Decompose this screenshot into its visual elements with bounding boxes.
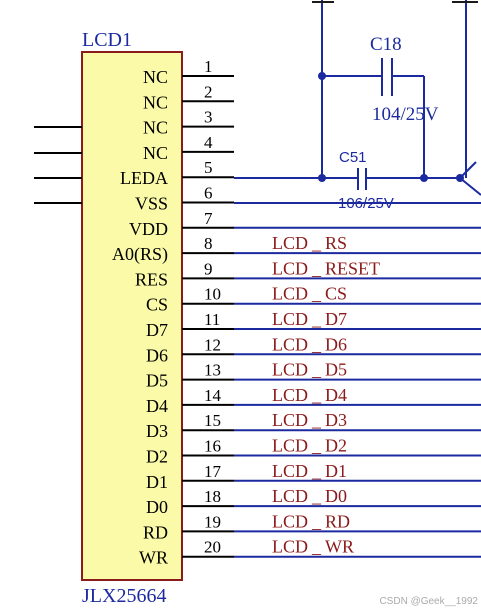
c18-value: 104/25V [372, 104, 439, 125]
pin-name: WR [139, 548, 168, 568]
pin-name: D5 [146, 371, 168, 391]
pin-number: 4 [204, 133, 213, 152]
pin-number: 1 [204, 57, 213, 76]
pin-name: D6 [146, 345, 168, 365]
pin-name: VSS [135, 194, 168, 214]
net-label: LCD_RS [272, 233, 347, 253]
net-label: LCD_D4 [272, 385, 347, 405]
net-label: LCD_D2 [272, 436, 347, 456]
pin-number: 20 [204, 538, 221, 557]
pin-number: 10 [204, 285, 221, 304]
c18-designator: C18 [370, 34, 402, 55]
net-label: LCD_D6 [272, 334, 347, 354]
pin-name: RD [143, 522, 168, 542]
pin-number: 8 [204, 234, 213, 253]
pin-name: D2 [146, 447, 168, 467]
pin-name: RES [135, 269, 168, 289]
lcd-component-body [81, 51, 183, 581]
net-label: LCD_D7 [272, 309, 347, 329]
pin-name: D1 [146, 472, 168, 492]
component-part-name: JLX25664 [82, 585, 166, 607]
pin-number: 17 [204, 462, 222, 481]
pin-number: 5 [204, 158, 213, 177]
pin-name: NC [143, 143, 168, 163]
junction-dot [318, 72, 326, 80]
net-label: LCD_RD [272, 511, 350, 531]
pin-name: NC [143, 118, 168, 138]
pin-name: D3 [146, 421, 168, 441]
pin-name: LEDA [120, 168, 168, 188]
pin-name: VDD [129, 219, 168, 239]
pin-name: D4 [146, 396, 168, 416]
pin-name: NC [143, 67, 168, 87]
pin-number: 16 [204, 437, 221, 456]
watermark: CSDN @Geek__1992 [379, 596, 478, 607]
pin-number: 13 [204, 361, 221, 380]
pin-number: 7 [204, 209, 213, 228]
pin-number: 2 [204, 82, 213, 101]
leda-wire [459, 177, 481, 196]
c51-designator: C51 [339, 149, 367, 166]
pin-group: 1NC2NC3NC4NC5LEDA6VSS7VDD8A0(RS)LCD_RS9R… [112, 57, 481, 568]
pin-name: A0(RS) [112, 244, 168, 265]
pin-name: D0 [146, 497, 168, 517]
pin-number: 12 [204, 335, 221, 354]
net-label: LCD_D5 [272, 360, 347, 380]
junction-dot [420, 174, 428, 182]
net-label: LCD_D1 [272, 461, 347, 481]
component-designator: LCD1 [82, 29, 132, 51]
net-label: LCD_CS [272, 284, 347, 304]
pin-number: 6 [204, 184, 213, 203]
pin-name: D7 [146, 320, 168, 340]
pin-name: CS [146, 295, 168, 315]
pin-name: NC [143, 92, 168, 112]
pin-number: 19 [204, 512, 221, 531]
leda-wire [459, 161, 477, 179]
net-label: LCD_WR [272, 537, 354, 557]
pin-number: 9 [204, 259, 213, 278]
pin-number: 15 [204, 411, 221, 430]
net-label: LCD_D3 [272, 410, 347, 430]
junction-dot [318, 174, 326, 182]
pin-number: 18 [204, 487, 221, 506]
pin-number: 14 [204, 386, 222, 405]
pin-number: 11 [204, 310, 220, 329]
pin-number: 3 [204, 108, 213, 127]
net-label: LCD_D0 [272, 486, 347, 506]
net-label: LCD_RESET [272, 258, 380, 278]
